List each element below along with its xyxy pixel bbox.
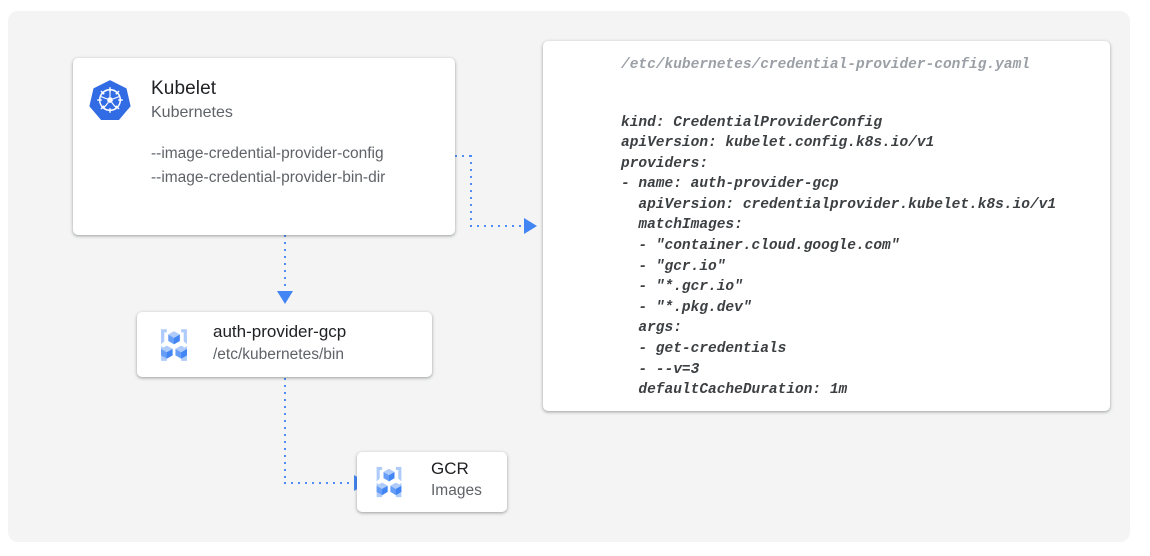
kubernetes-logo-icon <box>88 78 132 122</box>
yaml-file-path: /etc/kubernetes/credential-provider-conf… <box>621 57 1030 73</box>
container-registry-icon <box>151 322 197 368</box>
card-auth-provider-gcp[interactable]: auth-provider-gcp /etc/kubernetes/bin <box>137 312 432 377</box>
card-kubelet-title: Kubelet <box>151 78 217 99</box>
panel-credential-provider-config-yaml[interactable]: /etc/kubernetes/credential-provider-conf… <box>543 41 1110 411</box>
kubelet-flag-image-credential-provider-config: --image-credential-provider-config <box>151 145 384 162</box>
card-gcr-title: GCR <box>431 459 469 478</box>
card-gcr[interactable]: GCR Images <box>357 452 507 512</box>
card-auth-provider-subtitle: /etc/kubernetes/bin <box>213 346 344 363</box>
kubelet-flag-image-credential-provider-bin-dir: --image-credential-provider-bin-dir <box>151 169 386 186</box>
card-auth-provider-title: auth-provider-gcp <box>213 322 347 341</box>
card-kubelet[interactable]: Kubelet Kubernetes --image-credential-pr… <box>73 58 455 235</box>
card-kubelet-subtitle: Kubernetes <box>151 104 233 121</box>
yaml-content: kind: CredentialProviderConfig apiVersio… <box>621 114 1057 399</box>
card-gcr-subtitle: Images <box>431 482 482 499</box>
container-registry-icon <box>367 460 411 504</box>
